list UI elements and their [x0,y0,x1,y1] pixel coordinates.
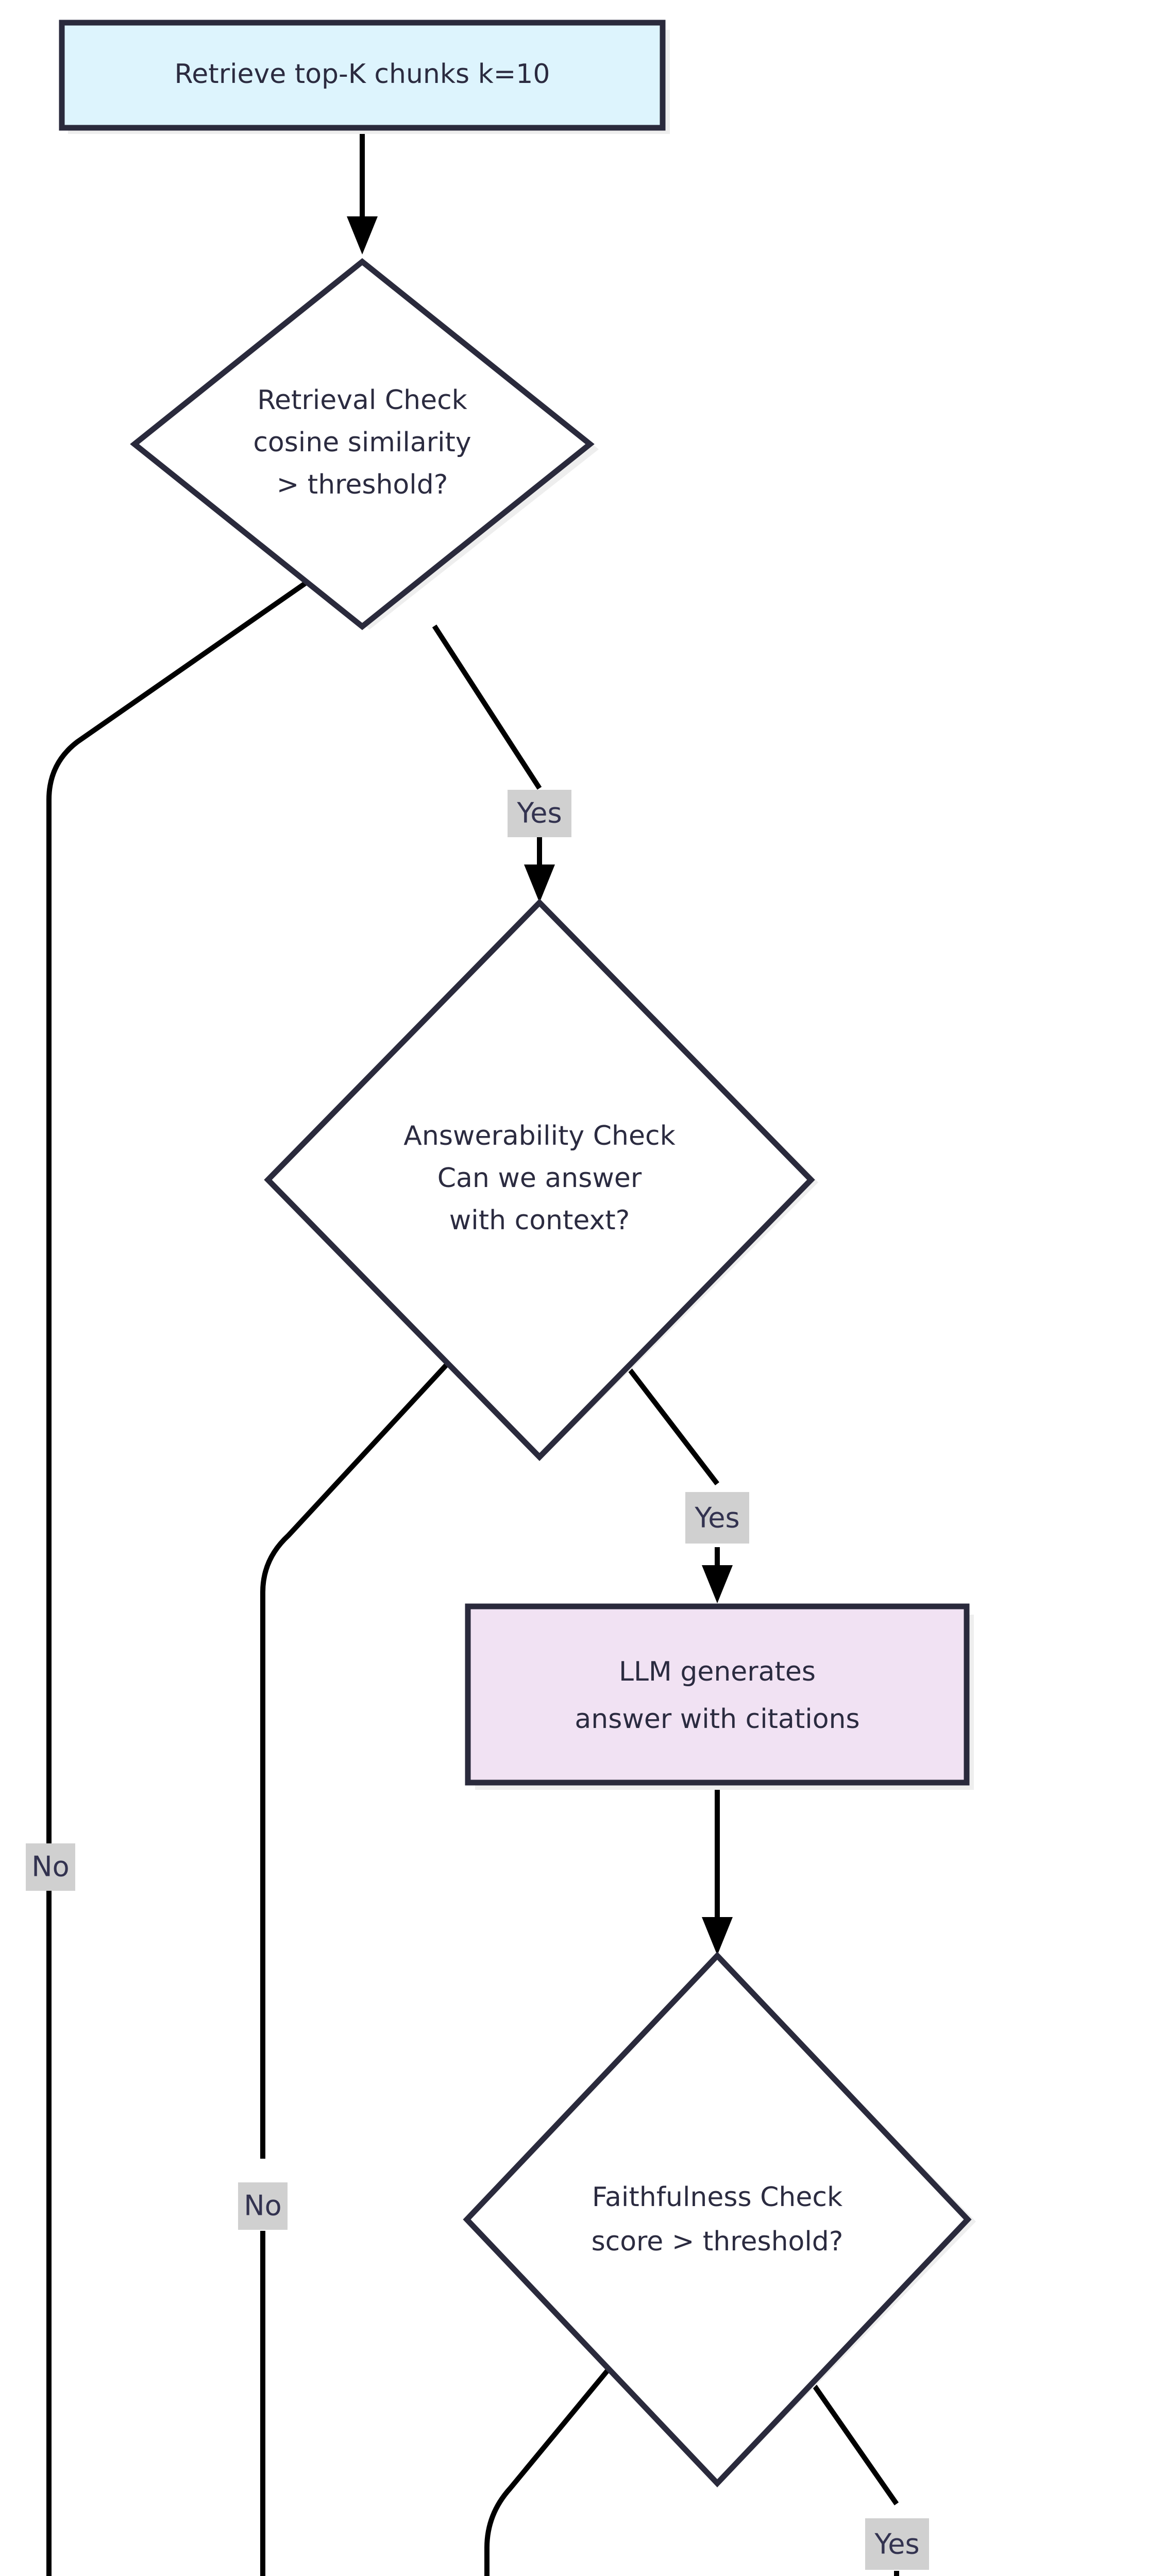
edge-faithfulness-check-yes [804,2374,899,2576]
node-faithfulness-check-line-0: Faithfulness Check [592,2182,842,2213]
node-llm-generate[interactable]: LLM generates answer with citations [465,1603,974,1790]
edge-label-faithfulness-yes: Yes [865,2518,929,2570]
node-llm-generate-line-0: LLM generates [619,1656,816,1687]
edge-faithfulness-check-no [484,2368,610,2576]
edge-label-retrieval-no-text: No [31,1851,69,1883]
edge-label-retrieval-no: No [26,1843,75,1891]
node-retrieval-check-line-1: cosine similarity [253,427,471,458]
node-retrieval-check[interactable]: Retrieval Check cosine similarity > thre… [130,258,599,631]
edge-retrieve-to-retrieval-check [347,130,378,255]
edge-answerability-check-yes [615,1351,733,1603]
node-answerability-check-line-2: with context? [449,1205,630,1236]
node-retrieval-check-line-0: Retrieval Check [257,385,467,416]
node-answerability-check[interactable]: Answerability Check Can we answer with c… [264,899,818,1461]
node-faithfulness-check[interactable]: Faithfulness Check score > threshold? [463,1952,976,2487]
edge-label-answerability-no: No [238,2182,288,2230]
node-retrieve-top-k[interactable]: Retrieve top-K chunks k=10 [59,20,670,134]
edge-label-answerability-yes: Yes [685,1492,749,1544]
edge-label-retrieval-yes-text: Yes [516,797,562,829]
edge-label-faithfulness-yes-text: Yes [874,2528,919,2561]
edge-label-answerability-no-text: No [244,2190,281,2222]
edge-llm-to-faithfulness [702,1784,733,1955]
edge-layer [46,130,899,2576]
node-answerability-check-line-1: Can we answer [437,1163,642,1194]
node-llm-generate-line-1: answer with citations [575,1704,859,1735]
edge-answerability-check-no [260,1337,472,2576]
node-retrieve-top-k-line-0: Retrieve top-K chunks k=10 [175,59,550,90]
edge-label-layer: Yes No Yes No Yes [26,790,929,2570]
edge-retrieval-check-no [46,574,316,2576]
edge-label-answerability-yes-text: Yes [694,1502,739,1534]
edge-label-retrieval-yes: Yes [508,790,571,837]
edge-retrieval-check-yes [432,624,555,903]
node-retrieval-check-line-2: > threshold? [277,469,448,500]
node-answerability-check-line-0: Answerability Check [403,1121,675,1151]
node-faithfulness-check-line-1: score > threshold? [592,2226,844,2257]
